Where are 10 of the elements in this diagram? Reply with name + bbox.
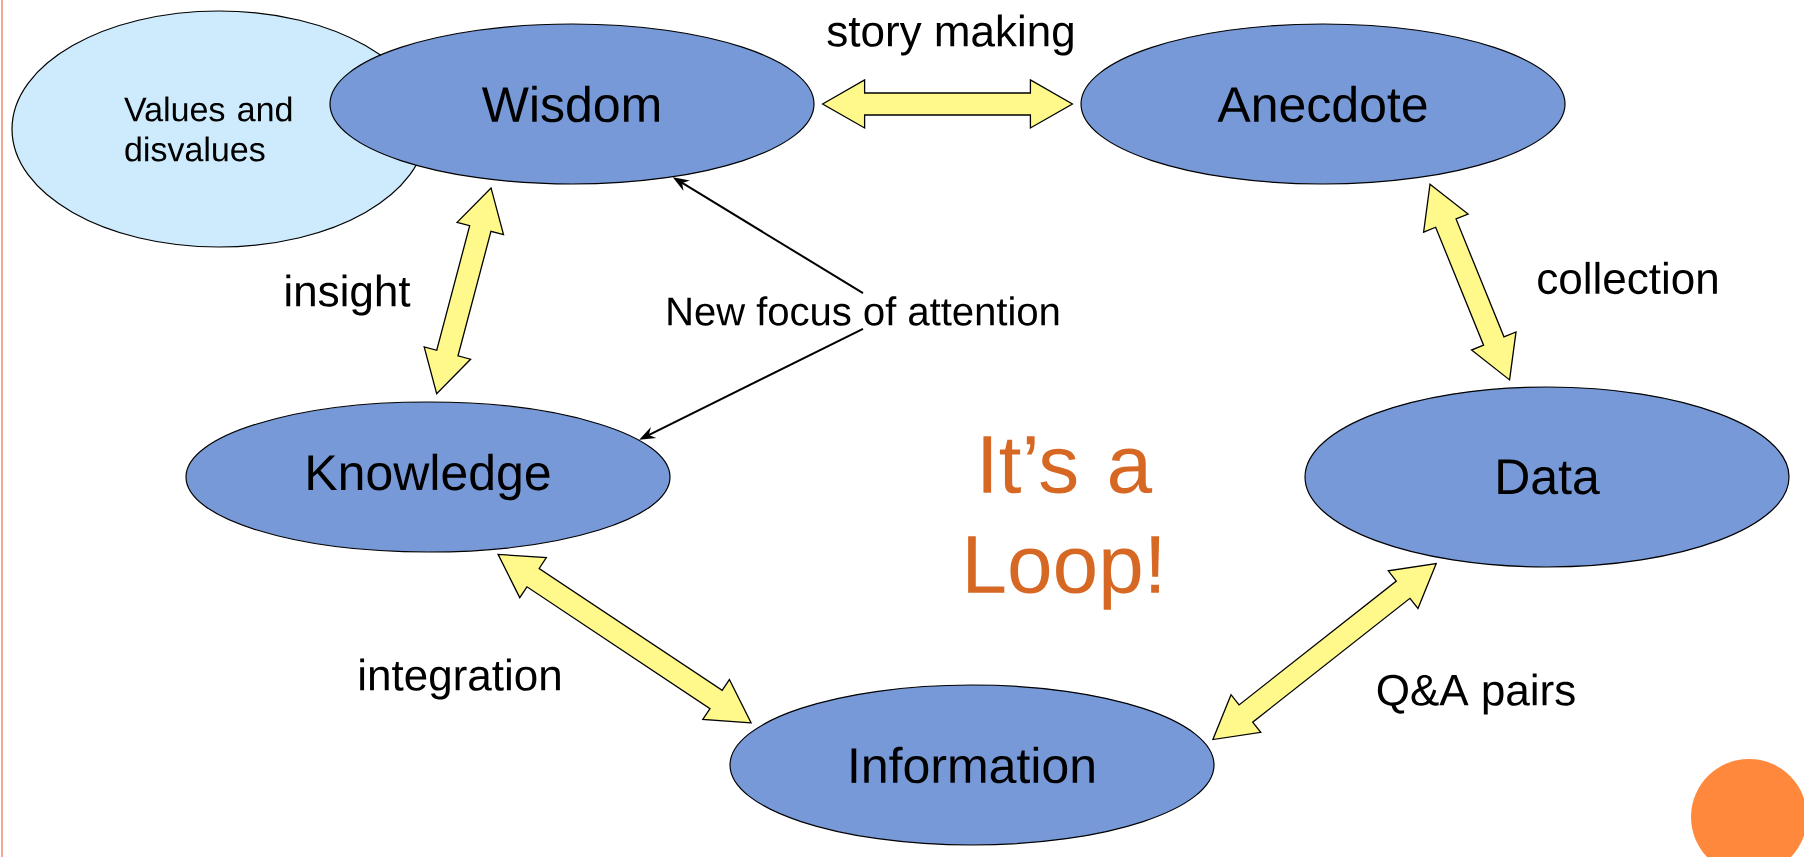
annotation-text: New focus of attention [668,296,1059,326]
double-arrow [821,78,1074,130]
edge-label: integration [360,658,560,700]
double-arrow [1422,183,1517,382]
loop-text: It’s a Loop! [968,436,1160,610]
edge-label: Q&A pairs [1377,673,1575,715]
double-arrow [423,186,505,395]
edge-label: insight [286,274,411,316]
edge-label: collection [1538,261,1717,295]
edge-label: story making [827,14,1073,56]
